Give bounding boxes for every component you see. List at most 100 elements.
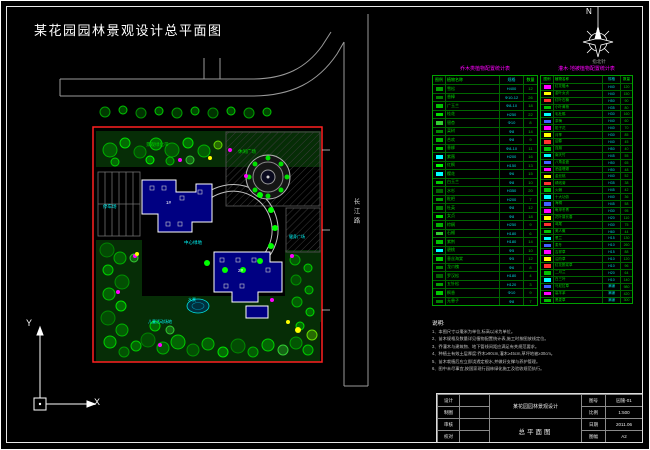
plant-name-cell: 马尼拉草	[554, 283, 603, 290]
legend-cell	[541, 111, 554, 118]
plant-legend-swatch	[543, 271, 551, 275]
plant-legend-swatch	[543, 119, 551, 124]
column-header: 图例	[541, 76, 554, 83]
plant-qty-cell: 9	[529, 222, 532, 228]
plant-spec-cell: Φ8	[500, 212, 524, 220]
plant-spec-cell: H400	[500, 85, 524, 93]
plant-spec-cell: Φ8	[500, 297, 524, 305]
plant-table-left-title: 乔木类植物配置统计表	[459, 66, 510, 72]
legend-cell	[433, 110, 446, 118]
plant-qty-cell: 8	[529, 264, 532, 270]
legend-cell	[433, 221, 446, 229]
plant-name-cell: 垂丝海棠	[446, 255, 500, 263]
plant-name-cell: 枇杷	[446, 195, 500, 203]
shrub-dot-symbol	[204, 260, 210, 266]
tree-symbol	[305, 307, 315, 317]
building-details	[149, 185, 271, 289]
plant-name-cell: 罗汉松	[446, 272, 500, 280]
plant-spec-cell: H180	[500, 272, 524, 280]
tree-symbol	[303, 263, 313, 273]
shrub-dot-symbol	[252, 187, 258, 193]
plant-legend-swatch	[435, 257, 443, 261]
plant-qty-cell: 96	[624, 263, 629, 268]
plant-spec-cell: H250	[500, 110, 524, 118]
plant-spec-cell: H30	[603, 132, 621, 139]
plant-legend-swatch	[435, 274, 443, 278]
plant-name-cell: 吉祥草	[554, 249, 603, 256]
column-header: 图例	[433, 76, 446, 84]
page-title: 某花园园林景观设计总平面图	[34, 23, 223, 38]
shrub-dot-symbol	[286, 320, 290, 324]
tb-size-value: A2	[605, 430, 642, 442]
plant-qty-cell: 14	[528, 128, 533, 134]
plant-qty-cell: 140	[623, 277, 630, 282]
plant-spec-cell: H50	[603, 97, 621, 104]
plant-name-cell: 桂花	[446, 110, 500, 118]
plant-qty-cell: 9	[529, 137, 532, 143]
plant-spec-cell: H10	[603, 276, 621, 283]
column-header: 植物名称	[554, 76, 603, 83]
tree-symbol	[114, 274, 130, 290]
legend-cell	[541, 166, 554, 173]
tb-scale-value: 1:500	[605, 406, 642, 418]
plant-name-cell: 茶梅	[554, 118, 603, 125]
legend-cell	[433, 229, 446, 237]
plant-legend-swatch	[435, 223, 443, 227]
legend-cell	[541, 194, 554, 201]
legend-cell	[433, 170, 446, 178]
shrub-dot-symbol	[270, 298, 274, 302]
plant-legend-swatch	[543, 209, 551, 213]
plant-qty-cell: 420	[623, 291, 630, 296]
plant-name-cell: 八角金盘	[554, 159, 603, 166]
legend-cell	[433, 153, 446, 161]
plant-qty-cell: 88	[624, 250, 629, 255]
tb-no-value: 园施-01	[605, 394, 642, 406]
tree-symbol	[102, 142, 118, 158]
column-header: 规格	[500, 76, 524, 84]
plant-qty-cell: 6	[529, 230, 532, 236]
legend-cell	[433, 246, 446, 254]
plant-name-cell: 连翘	[554, 145, 603, 152]
plant-name-cell: 五针松	[446, 280, 500, 288]
plant-qty-cell: 45	[624, 139, 629, 144]
shrub-dot-symbol	[257, 192, 263, 198]
legend-cell	[433, 144, 446, 152]
plant-qty-cell: 160	[623, 112, 630, 117]
plant-legend-swatch	[543, 257, 551, 261]
tree-symbol	[201, 337, 215, 351]
notes-title: 说明:	[432, 321, 445, 327]
tree-symbol	[170, 334, 186, 350]
plant-spec-cell: H15	[603, 249, 621, 256]
plant-legend-swatch	[543, 160, 551, 165]
plant-qty-cell: 95	[624, 208, 629, 213]
plant-name-cell: 龙爪槐	[446, 263, 500, 271]
tree-symbol	[226, 106, 236, 116]
tree-symbol	[304, 285, 314, 295]
plant-qty-cell: 7	[529, 298, 532, 304]
north-compass-icon	[582, 7, 614, 58]
tree-symbol	[186, 343, 200, 357]
plant-spec-cell: Φ8	[500, 178, 524, 186]
plant-qty-cell: 40	[624, 146, 629, 151]
legend-cell	[541, 125, 554, 132]
legend-cell	[433, 195, 446, 203]
plant-legend-swatch	[543, 105, 551, 110]
legend-cell	[433, 136, 446, 144]
plant-qty-cell: 55	[624, 153, 629, 158]
legend-cell	[433, 204, 446, 212]
